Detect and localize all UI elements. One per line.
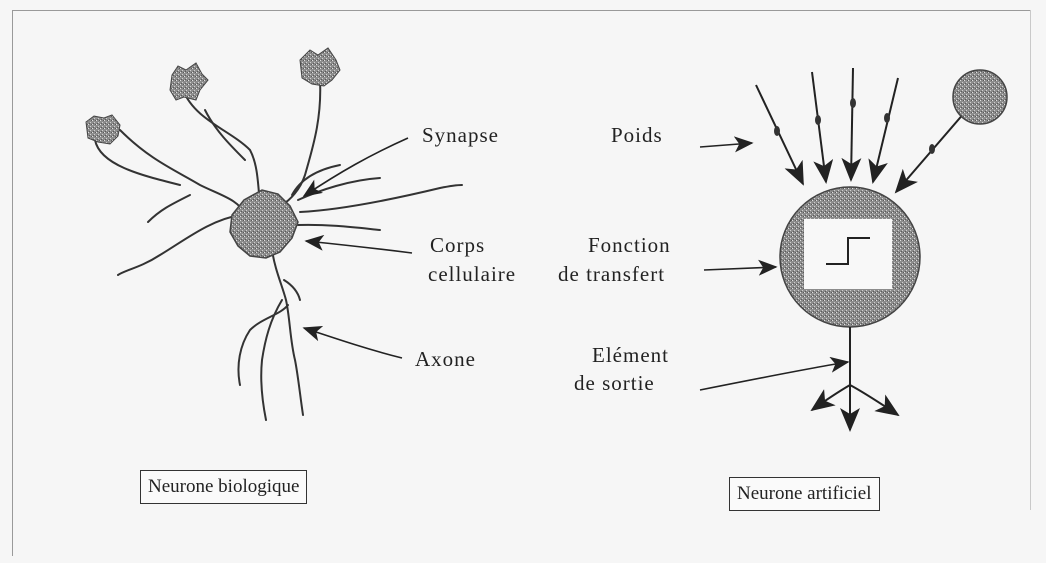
weight-dots: [774, 98, 935, 154]
caption-biological-neuron: Neurone biologique: [140, 470, 307, 504]
dendrite: [292, 165, 340, 195]
synapse-arrow: [304, 138, 408, 196]
weight-dot: [850, 98, 856, 108]
fonction-arrow: [704, 267, 776, 270]
corps-arrow: [306, 241, 412, 253]
axone-arrow: [304, 328, 402, 358]
dendrite: [282, 80, 320, 205]
dendrite: [298, 178, 380, 200]
dendrite: [205, 110, 245, 160]
dendrite-terminal: [300, 48, 340, 86]
dendrite: [183, 90, 260, 205]
dendrite: [298, 225, 380, 230]
caption-artificial-neuron: Neurone artificiel: [729, 477, 880, 511]
poids-label: Poids: [611, 123, 663, 148]
weight-dot: [815, 115, 821, 125]
input-arrow: [756, 85, 803, 184]
weight-dot: [884, 113, 890, 123]
dendrite-terminal: [170, 63, 208, 100]
output-arrows: [812, 327, 898, 430]
weight-dot: [929, 144, 935, 154]
input-arrow: [851, 68, 853, 180]
corps-label-line1: Corps: [430, 233, 485, 258]
dendrite: [148, 195, 190, 222]
element-arrow: [700, 362, 848, 390]
synapse-label: Synapse: [422, 123, 499, 148]
poids-arrow: [700, 143, 752, 147]
input-arrow: [873, 78, 898, 182]
axon-branch: [261, 300, 282, 420]
output-branch: [812, 385, 850, 410]
weight-dot: [774, 126, 780, 136]
input-neuron: [953, 70, 1007, 124]
axon-branch: [238, 305, 288, 385]
input-arrows: [756, 68, 965, 192]
element-label-line2: de sortie: [574, 371, 655, 396]
axon: [272, 250, 303, 415]
corps-label-line2: cellulaire: [428, 262, 516, 287]
fonction-label-line1: Fonction: [588, 233, 671, 258]
dendrite: [118, 215, 240, 275]
axone-label: Axone: [415, 347, 476, 372]
axon-branch: [284, 280, 300, 300]
element-label-line1: Elément: [592, 343, 669, 368]
fonction-label-line2: de transfert: [558, 262, 665, 287]
dendrite-terminal: [86, 115, 120, 144]
output-branch: [850, 385, 898, 415]
input-arrow: [812, 72, 826, 182]
